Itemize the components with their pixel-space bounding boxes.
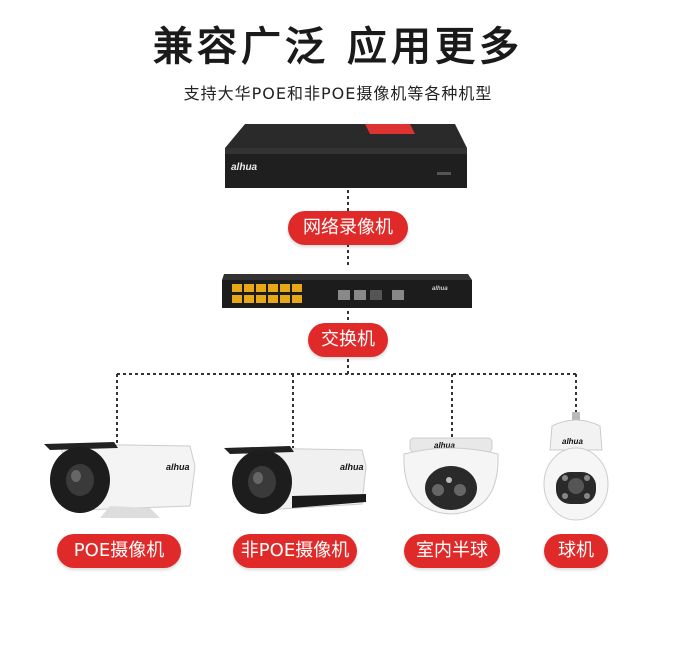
page-title: 兼容广泛 应用更多 <box>153 24 523 70</box>
poe-camera-image: alhua <box>44 442 196 518</box>
nvr-label: 网络录像机 <box>288 211 408 245</box>
camera-label-non-poe: 非POE摄像机 <box>233 534 357 568</box>
nvr-device-image: alhua <box>225 124 467 188</box>
svg-text:alhua: alhua <box>340 462 364 472</box>
dome-camera-image: alhua <box>403 437 499 515</box>
svg-text:alhua: alhua <box>166 462 190 472</box>
svg-text:alhua: alhua <box>231 162 258 173</box>
svg-text:alhua: alhua <box>562 437 583 446</box>
svg-text:alhua: alhua <box>432 286 448 292</box>
camera-label-ptz: 球机 <box>544 534 608 568</box>
camera-label-poe: POE摄像机 <box>57 534 181 568</box>
page-subtitle: 支持大华POE和非POE摄像机等各种机型 <box>183 84 493 103</box>
switch-device-image: alhua <box>222 274 472 308</box>
switch-label: 交换机 <box>308 323 388 357</box>
ptz-camera-image: alhua <box>543 412 609 521</box>
camera-label-dome: 室内半球 <box>404 534 500 568</box>
non-poe-camera-image: alhua <box>224 446 367 514</box>
svg-text:alhua: alhua <box>434 441 455 450</box>
